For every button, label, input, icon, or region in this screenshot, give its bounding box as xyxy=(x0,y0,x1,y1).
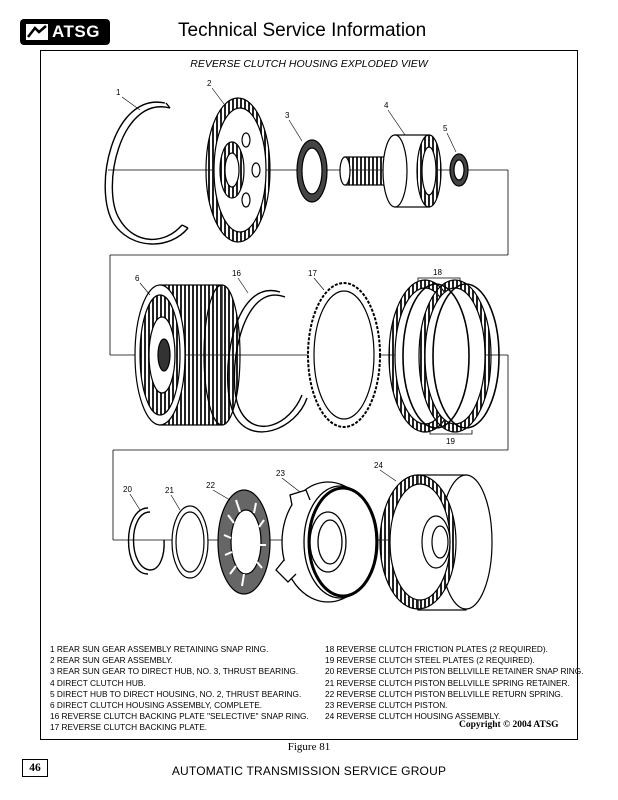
part-4-direct-clutch-hub xyxy=(339,134,442,208)
part-3-thrust-bearing xyxy=(296,139,328,203)
page-number: 46 xyxy=(22,759,48,777)
callout-brackets xyxy=(417,277,473,435)
figure-frame xyxy=(40,50,578,740)
callout-21: 21 xyxy=(165,486,174,495)
callout-23: 23 xyxy=(276,469,285,478)
figure-caption: Figure 81 xyxy=(287,741,331,753)
legend-item: 21 REVERSE CLUTCH PISTON BELLVILLE SPRIN… xyxy=(325,677,570,688)
copyright-notice: Copyright © 2004 ATSG xyxy=(459,720,559,730)
callout-5: 5 xyxy=(443,124,448,133)
footer-text: AUTOMATIC TRANSMISSION SERVICE GROUP xyxy=(171,764,447,778)
part-1-snap-ring xyxy=(104,101,189,245)
callout-20: 20 xyxy=(123,485,132,494)
callout-24: 24 xyxy=(374,461,383,470)
legend-item: 6 DIRECT CLUTCH HOUSING ASSEMBLY, COMPLE… xyxy=(50,700,263,711)
legend-item: 22 REVERSE CLUTCH PISTON BELLVILLE RETUR… xyxy=(325,688,564,699)
legend-item: 17 REVERSE CLUTCH BACKING PLATE. xyxy=(50,722,208,733)
legend-item: 3 REAR SUN GEAR TO DIRECT HUB, NO. 3, TH… xyxy=(50,666,299,677)
legend-item: 18 REVERSE CLUTCH FRICTION PLATES (2 REQ… xyxy=(325,644,548,654)
legend-item: 16 REVERSE CLUTCH BACKING PLATE "SELECTI… xyxy=(50,711,309,722)
part-23-piston xyxy=(275,481,379,603)
part-6-direct-clutch-housing xyxy=(134,284,241,426)
logo-text: ATSG xyxy=(52,22,100,41)
part-2-rear-sun-gear xyxy=(205,97,271,243)
leader-lines xyxy=(121,87,457,511)
part-19-steel-plates xyxy=(402,283,500,429)
callout-18: 18 xyxy=(433,268,442,277)
legend-item: 23 REVERSE CLUTCH PISTON. xyxy=(325,700,448,711)
legend-item: 20 REVERSE CLUTCH PISTON BELLVILLE RETAI… xyxy=(325,666,584,677)
legend-item: 19 REVERSE CLUTCH STEEL PLATES (2 REQUIR… xyxy=(325,655,535,666)
callout-3: 3 xyxy=(285,111,290,120)
part-16-selective-snap-ring xyxy=(227,289,308,433)
callout-19: 19 xyxy=(446,437,455,446)
part-21-spring-retainer xyxy=(171,505,209,579)
legend-item: 5 DIRECT HUB TO DIRECT HOUSING, NO. 2, T… xyxy=(50,688,302,699)
part-22-bellville-spring xyxy=(217,489,271,595)
part-18-friction-plates xyxy=(388,279,492,433)
legend-item: 2 REAR SUN GEAR ASSEMBLY. xyxy=(50,655,173,666)
figure-title: REVERSE CLUTCH HOUSING EXPLODED VIEW xyxy=(190,58,428,70)
legend-right: 18 REVERSE CLUTCH FRICTION PLATES (2 REQ… xyxy=(325,644,584,722)
part-5-thrust-bearing xyxy=(449,153,469,187)
callout-2: 2 xyxy=(207,79,212,88)
page-title: Technical Service Information xyxy=(178,20,427,41)
callout-17: 17 xyxy=(308,269,317,278)
callout-1: 1 xyxy=(116,88,121,97)
callout-4: 4 xyxy=(384,101,389,110)
atsg-logo: ATSG xyxy=(20,19,110,45)
legend-left: 1 REAR SUN GEAR ASSEMBLY RETAINING SNAP … xyxy=(50,644,320,734)
legend-item: 24 REVERSE CLUTCH HOUSING ASSEMBLY. xyxy=(325,711,501,722)
legend-item: 4 DIRECT CLUTCH HUB. xyxy=(50,677,146,688)
legend-item: 1 REAR SUN GEAR ASSEMBLY RETAINING SNAP … xyxy=(50,644,269,654)
transmission-logo-icon xyxy=(26,24,48,40)
callout-16: 16 xyxy=(232,269,241,278)
part-20-snap-ring xyxy=(127,507,165,575)
callout-6: 6 xyxy=(135,274,140,283)
callout-22: 22 xyxy=(206,481,215,490)
part-17-backing-plate xyxy=(307,282,381,428)
part-24-reverse-clutch-housing xyxy=(379,474,493,611)
